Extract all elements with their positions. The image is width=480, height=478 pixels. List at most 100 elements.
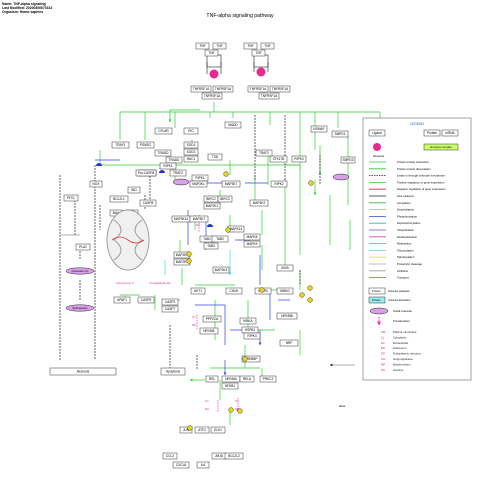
svg-text:TAB1: TAB1 <box>203 237 211 241</box>
svg-text:SOD2: SOD2 <box>187 150 196 154</box>
node-bid: BID <box>127 186 141 194</box>
svg-text:EC: EC <box>381 341 385 345</box>
molecule-sphingosine: Sphingosine <box>65 304 95 312</box>
svg-text:Ceramide ion: Ceramide ion <box>72 269 89 273</box>
svg-text:BIRC3: BIRC3 <box>220 197 230 201</box>
svg-text:NFKBIB: NFKBIB <box>281 314 293 318</box>
svg-text:TRAF2: TRAF2 <box>259 151 269 155</box>
node-mapk9: MAPK9 <box>243 240 261 248</box>
node-ripk1-b: RIPK1 <box>191 174 209 182</box>
last-modified: Last Modified: 20200306073313 <box>2 6 53 10</box>
phospho-dot-13 <box>228 407 234 413</box>
molecule-prostaglandin: Prostaglandin E2 <box>149 281 171 285</box>
svg-text:NSMAF: NSMAF <box>313 127 324 131</box>
ubiquitin-marker-1 <box>96 163 102 166</box>
svg-text:CASP8: CASP8 <box>143 201 154 205</box>
node-birc3: BIRC3 <box>217 195 233 203</box>
molecule-oval-1 <box>332 173 350 181</box>
svg-text:Prostaglandin E2: Prostaglandin E2 <box>149 281 171 285</box>
node-tsd: TSD <box>207 153 223 161</box>
svg-text:MAP3K7: MAP3K7 <box>225 182 238 186</box>
svg-text:Dephosphorylation: Dephosphorylation <box>397 221 421 225</box>
node-necrosis: Necrosis <box>49 367 117 376</box>
node-map4k2: MAP4K2 <box>249 199 269 207</box>
svg-text:RELA: RELA <box>243 377 252 381</box>
node-stk17b: STK17B <box>269 155 288 163</box>
marker-m7: M7 <box>196 223 200 227</box>
ubiquitin-marker-2 <box>159 170 165 173</box>
svg-text:TNFRSF1A: TNFRSF1A <box>250 87 267 91</box>
node-jmjd: JMJD <box>211 452 227 460</box>
node-casp3: CASP3 <box>161 298 179 306</box>
node-atf2: ATF2 <box>194 426 210 434</box>
svg-text:RIC: RIC <box>188 129 194 133</box>
svg-text:Palmitoylation: Palmitoylation <box>397 255 415 259</box>
node-birc2: BIRC2 <box>203 195 219 203</box>
svg-text:BID: BID <box>131 188 137 192</box>
svg-text:Axis catalysis: Axis catalysis <box>397 194 414 198</box>
svg-text:Phosphorylation: Phosphorylation <box>397 214 418 218</box>
legend-protein: Protein <box>427 131 437 135</box>
svg-text:HSPB1: HSPB1 <box>245 328 256 332</box>
node-tnf-a3: TNF <box>204 49 219 57</box>
page-title: TNF-alpha signaling pathway <box>206 13 274 19</box>
svg-text:Negative regulation of gene ex: Negative regulation of gene expression <box>397 187 446 191</box>
phospho-dot-10 <box>242 356 248 362</box>
svg-text:RIPK1: RIPK1 <box>195 176 204 180</box>
legend-item: Protein protein dissociation <box>369 167 431 171</box>
node-ikbka: IKBKA <box>239 317 257 325</box>
node-chuk: CHUK <box>225 287 243 295</box>
node-tnf-b1: TNF <box>243 42 258 50</box>
svg-text:SOD1: SOD1 <box>187 143 196 147</box>
node-jun: JUN <box>179 426 193 434</box>
legend-small-molecule: Small molecule <box>393 309 412 313</box>
phospho-dot-2 <box>186 258 192 264</box>
svg-text:MAPK14: MAPK14 <box>230 227 243 231</box>
svg-text:MADD: MADD <box>228 123 238 127</box>
svg-text:AKT1: AKT1 <box>194 289 202 293</box>
svg-text:TNFRSF1A: TNFRSF1A <box>204 94 221 98</box>
svg-text:Methylation: Methylation <box>397 242 412 246</box>
node-traf2-b: TRAF2 <box>255 149 273 157</box>
svg-text:IL6: IL6 <box>201 463 206 467</box>
svg-text:Proteolytic cleavage: Proteolytic cleavage <box>397 262 422 266</box>
svg-text:JMJD: JMJD <box>215 454 224 458</box>
svg-text:TNF: TNF <box>255 51 261 55</box>
legend-item: Proteolytic cleavage <box>369 262 422 266</box>
svg-text:CHUK: CHUK <box>229 289 239 293</box>
node-il6: IL6 <box>196 461 210 469</box>
phospho-dot-8 <box>225 227 231 233</box>
legend-induced-activation: Induced activation <box>388 298 411 302</box>
node-tradd-b: TRADD <box>165 156 183 164</box>
phospho-dot-11 <box>187 425 193 431</box>
node-tnf-a2: TNF <box>212 42 227 50</box>
svg-text:JUN: JUN <box>183 428 190 432</box>
legend-item: Inhibition <box>369 269 409 273</box>
svg-text:MAP2K7: MAP2K7 <box>176 260 189 264</box>
legend-induced-catalysis: Induced catalysis <box>388 289 410 293</box>
svg-text:Cy: Cy <box>381 335 385 339</box>
footer-label: label <box>339 404 346 408</box>
node-map3k14: MAP3K14 <box>171 215 191 223</box>
legend: LEGEND Ligand Protein mRNA Receptor Grou… <box>362 117 472 381</box>
legend-translocation: Translocation <box>393 319 410 323</box>
phospho-dot-9 <box>259 287 265 293</box>
svg-text:STK17B: STK17B <box>273 157 285 161</box>
node-traf1: TRAF1 <box>111 141 130 149</box>
svg-text:BAX: BAX <box>113 211 120 215</box>
legend-item: Ubiquitination <box>369 228 414 232</box>
legend-mrna: mRNA <box>445 131 455 135</box>
svg-text:Sphingosine: Sphingosine <box>72 306 88 310</box>
svg-text:BCL2L1: BCL2L1 <box>113 197 125 201</box>
marker-nu1: NU <box>192 323 196 327</box>
legend-item: Positive regulation of gene expression <box>369 180 445 184</box>
node-ikb-box: ΙΚΚΒ <box>276 264 294 272</box>
svg-text:Protein protein interaction: Protein protein interaction <box>397 160 429 164</box>
svg-text:RIPK1: RIPK1 <box>163 164 172 168</box>
node-nfkbie: NFKBIE <box>199 327 219 335</box>
svg-text:Transport: Transport <box>397 276 409 280</box>
node-rel: REL <box>205 375 219 383</box>
